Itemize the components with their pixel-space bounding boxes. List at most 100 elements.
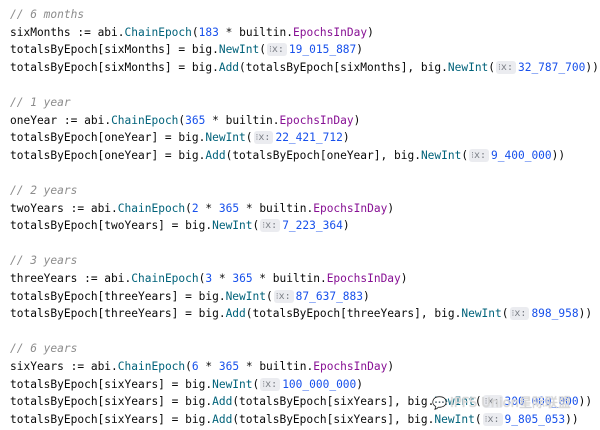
parameter-hint-icon: ⁝ — [498, 62, 501, 73]
code-token: ( — [252, 219, 260, 233]
number-literal: 9_805_053 — [504, 412, 566, 426]
code-token: . — [306, 360, 314, 373]
package-token: builtin — [239, 25, 287, 39]
code-line[interactable]: totalsByEpoch[sixMonths] = big.NewInt(⁝x… — [10, 41, 363, 59]
parameter-hint-label: x: — [278, 290, 291, 302]
code-token: totalsByEpoch[sixYears] = — [10, 377, 186, 391]
parameter-hint-icon: ⁝ — [484, 397, 488, 408]
package-token: big — [434, 307, 455, 321]
code-token: * — [239, 201, 260, 215]
comment-token: // 6 years — [10, 342, 78, 356]
code-token: (totalsByEpoch[sixYears], — [232, 412, 408, 426]
code-line[interactable]: twoYears := abi.ChainEpoch(2 * 365 * bui… — [10, 200, 394, 218]
code-token: ) — [400, 272, 408, 285]
package-token: big — [178, 148, 199, 162]
code-comment-line[interactable]: // 6 months — [10, 6, 84, 24]
code-token: . — [198, 131, 206, 145]
package-token: abi — [84, 113, 105, 127]
code-line[interactable]: totalsByEpoch[oneYear] = big.NewInt(⁝x:2… — [10, 129, 350, 147]
code-token: . — [427, 395, 435, 409]
code-token: oneYear := — [10, 113, 85, 127]
code-line[interactable]: totalsByEpoch[sixMonths] = big.Add(total… — [10, 59, 599, 77]
function-token: ChainEpoch — [131, 272, 199, 285]
number-literal: 365 — [218, 360, 240, 373]
code-token: ( — [198, 272, 206, 285]
code-token: totalsByEpoch[threeYears] = — [10, 289, 199, 303]
code-token: )) — [565, 412, 579, 426]
code-line[interactable]: totalsByEpoch[sixYears] = big.NewInt(⁝x:… — [10, 376, 363, 394]
parameter-hint-icon: ⁝ — [511, 309, 515, 320]
parameter-hint-label: x: — [473, 149, 487, 161]
code-token: (totalsByEpoch[threeYears], — [245, 307, 435, 321]
code-token: ( — [474, 395, 482, 409]
code-token: ) — [387, 360, 395, 373]
number-literal: 365 — [218, 201, 240, 215]
parameter-hint: ⁝x: — [260, 377, 281, 391]
package-token: big — [185, 219, 206, 233]
function-token: Add — [218, 60, 240, 74]
package-token: builtin — [259, 360, 307, 373]
code-token: . — [212, 43, 219, 57]
parameter-hint: ⁝x: — [260, 219, 281, 233]
code-token: * — [252, 272, 273, 285]
code-token: . — [441, 60, 448, 74]
parameter-hint: ⁝x: — [496, 60, 516, 74]
code-token: ( — [488, 60, 496, 74]
code-token: ( — [245, 131, 253, 145]
code-line[interactable]: oneYear := abi.ChainEpoch(365 * builtin.… — [10, 112, 360, 130]
code-comment-line[interactable]: // 3 years — [10, 252, 77, 270]
code-token: . — [205, 395, 213, 409]
code-comment-line[interactable]: // 6 years — [10, 340, 77, 358]
package-token: abi — [90, 360, 112, 373]
number-literal: 365 — [232, 272, 253, 285]
code-token: * — [205, 113, 226, 127]
code-token: ( — [252, 377, 260, 391]
code-line[interactable]: totalsByEpoch[oneYear] = big.Add(totalsB… — [10, 147, 565, 165]
code-token: . — [414, 148, 421, 162]
package-token: big — [178, 131, 199, 145]
code-comment-line[interactable]: // 1 year — [10, 94, 71, 112]
parameter-hint: ⁝x: — [482, 412, 503, 426]
code-comment-line[interactable]: // 2 years — [10, 182, 77, 200]
number-literal: 87_637_883 — [295, 289, 364, 303]
code-line[interactable]: threeYears := abi.ChainEpoch(3 * 365 * b… — [10, 270, 408, 288]
package-token: big — [191, 60, 213, 74]
parameter-hint: ⁝x: — [509, 307, 530, 321]
function-token: NewInt — [212, 219, 253, 233]
code-token: . — [205, 412, 213, 426]
number-literal: 183 — [198, 25, 219, 39]
code-token: totalsByEpoch[threeYears] = — [10, 307, 199, 321]
function-token: Add — [205, 148, 226, 162]
package-token: big — [407, 412, 428, 426]
code-line[interactable]: sixYears := abi.ChainEpoch(6 * 365 * bui… — [10, 358, 394, 376]
number-literal: 300_000_000 — [504, 395, 579, 409]
parameter-hint-icon: ⁝ — [471, 150, 474, 161]
parameter-hint: ⁝x: — [273, 289, 294, 303]
code-line[interactable]: totalsByEpoch[sixYears] = big.Add(totals… — [10, 411, 579, 429]
code-token: . — [198, 148, 206, 162]
code-token: . — [454, 307, 462, 321]
code-token: totalsByEpoch[sixMonths] = — [10, 43, 192, 57]
number-literal: 6 — [191, 360, 199, 373]
code-line[interactable]: totalsByEpoch[twoYears] = big.NewInt(⁝x:… — [10, 217, 350, 235]
code-token: twoYears := — [10, 201, 91, 215]
code-line[interactable]: totalsByEpoch[threeYears] = big.NewInt(⁝… — [10, 288, 370, 306]
code-token: ( — [191, 25, 199, 39]
parameter-hint: ⁝x: — [253, 131, 274, 145]
code-token: totalsByEpoch[sixYears] = — [10, 412, 186, 426]
code-line[interactable]: sixMonths := abi.ChainEpoch(183 * builti… — [10, 24, 374, 42]
code-line[interactable]: totalsByEpoch[threeYears] = big.Add(tota… — [10, 305, 592, 323]
parameter-hint-label: x: — [500, 61, 513, 73]
code-token: )) — [585, 60, 599, 74]
code-token: ) — [363, 289, 370, 303]
function-token: NewInt — [461, 307, 502, 321]
function-token: NewInt — [212, 377, 253, 391]
code-line[interactable]: totalsByEpoch[sixYears] = big.Add(totals… — [10, 393, 592, 411]
field-token: EpochsInDay — [326, 272, 401, 285]
code-token: ( — [265, 289, 273, 303]
code-token: . — [104, 113, 112, 127]
code-token: (totalsByEpoch[sixMonths], — [239, 60, 421, 74]
code-token: . — [272, 113, 280, 127]
function-token: NewInt — [225, 289, 266, 303]
